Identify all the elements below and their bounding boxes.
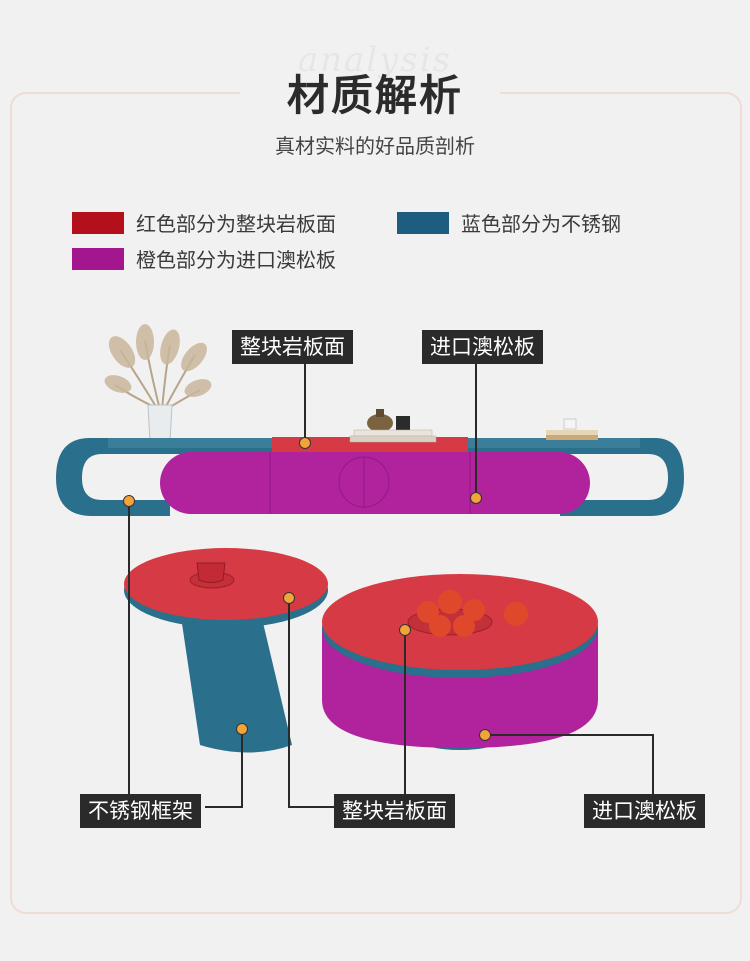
callout-dot-tv-stone bbox=[299, 437, 311, 449]
callout-tag-steel-frame: 不锈钢框架 bbox=[80, 794, 201, 828]
callout-line-tv-stone bbox=[304, 362, 306, 442]
callout-dot-frame bbox=[123, 495, 135, 507]
callout-dot-tv-board bbox=[470, 492, 482, 504]
callout-tag-tv-stone: 整块岩板面 bbox=[232, 330, 353, 364]
legend-item-red: 红色部分为整块岩板面 bbox=[72, 208, 336, 237]
callout-dot-side-steel bbox=[236, 723, 248, 735]
watermark-text: analysis bbox=[297, 40, 453, 80]
callout-line-side-stone bbox=[288, 597, 290, 808]
callout-dot-table-board bbox=[479, 729, 491, 741]
callout-line-frame-table bbox=[241, 728, 243, 808]
page-subtitle: 真材实料的好品质剖析 bbox=[275, 134, 475, 158]
callout-tag-table-stone: 整块岩板面 bbox=[334, 794, 455, 828]
callout-line-side-stone-h bbox=[288, 806, 334, 808]
callout-line-table-board-v bbox=[652, 734, 654, 794]
legend-label-red: 红色部分为整块岩板面 bbox=[136, 212, 336, 236]
pampas-vase bbox=[104, 324, 212, 446]
tv-board-body bbox=[160, 452, 590, 514]
legend-label-blue: 蓝色部分为不锈钢 bbox=[461, 212, 621, 236]
callout-line-table-stone bbox=[404, 629, 406, 794]
page-title: 材质解析 bbox=[286, 71, 463, 120]
legend-item-magenta: 橙色部分为进口澳松板 bbox=[72, 244, 336, 273]
callout-tag-table-board: 进口澳松板 bbox=[584, 794, 705, 828]
callout-dot-side-stone bbox=[283, 592, 295, 604]
side-table bbox=[124, 548, 328, 753]
legend-swatch-magenta bbox=[72, 247, 124, 270]
callout-line-tv-board bbox=[475, 362, 477, 497]
legend-swatch-blue bbox=[397, 211, 449, 234]
callout-dot-table-stone bbox=[399, 624, 411, 636]
callout-tag-tv-board: 进口澳松板 bbox=[422, 330, 543, 364]
coffee-table bbox=[322, 574, 598, 750]
title-gap bbox=[240, 80, 500, 110]
legend-item-blue: 蓝色部分为不锈钢 bbox=[397, 208, 621, 237]
callout-line-frame-h bbox=[205, 806, 243, 808]
legend-swatch-red bbox=[72, 211, 124, 234]
tv-cabinet bbox=[56, 409, 684, 516]
callout-line-frame-left bbox=[128, 500, 130, 796]
legend-label-magenta: 橙色部分为进口澳松板 bbox=[136, 248, 336, 272]
callout-line-table-board-h bbox=[484, 734, 654, 736]
